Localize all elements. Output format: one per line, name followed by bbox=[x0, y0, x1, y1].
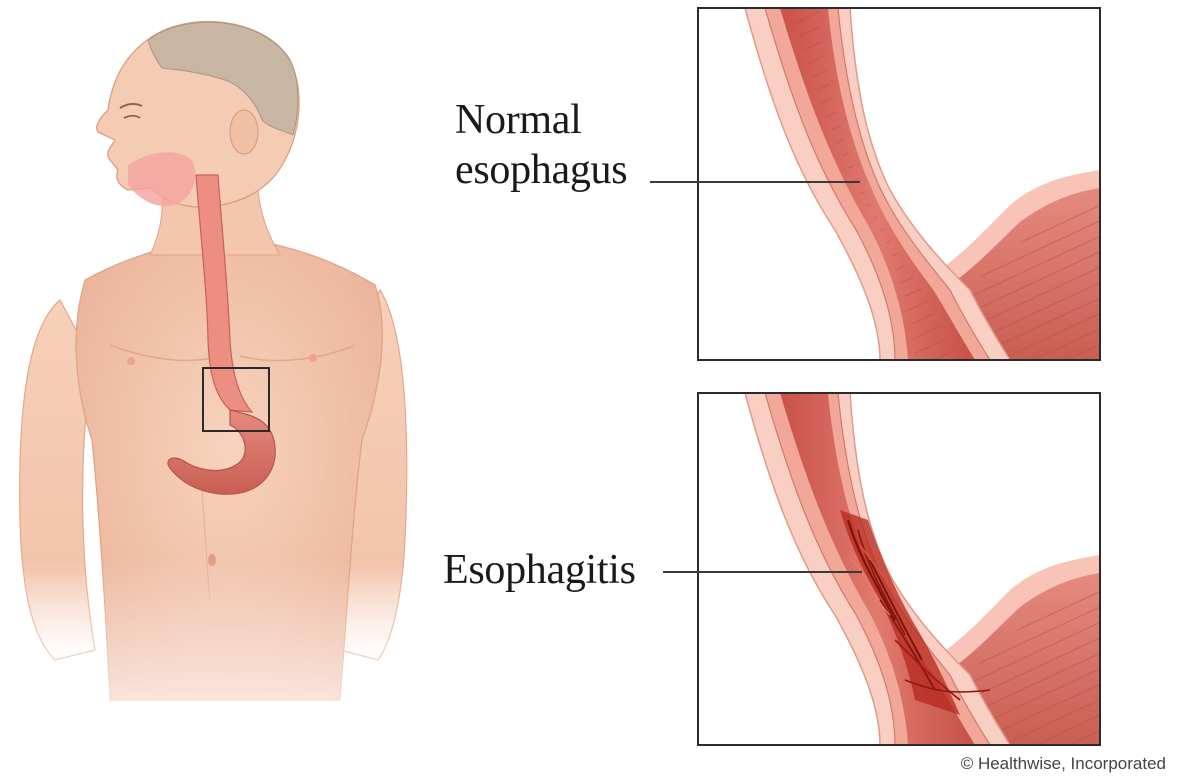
esophagitis-panel bbox=[698, 393, 1100, 745]
normal-esophagus-label: Normal esophagus bbox=[455, 96, 627, 195]
normal-label-line1: Normal bbox=[455, 96, 627, 146]
normal-label-line2: esophagus bbox=[455, 146, 627, 196]
normal-esophagus-panel bbox=[698, 8, 1100, 360]
esophagitis-label: Esophagitis bbox=[443, 546, 636, 596]
human-figure bbox=[0, 22, 440, 776]
copyright-credit: © Healthwise, Incorporated bbox=[961, 754, 1166, 774]
